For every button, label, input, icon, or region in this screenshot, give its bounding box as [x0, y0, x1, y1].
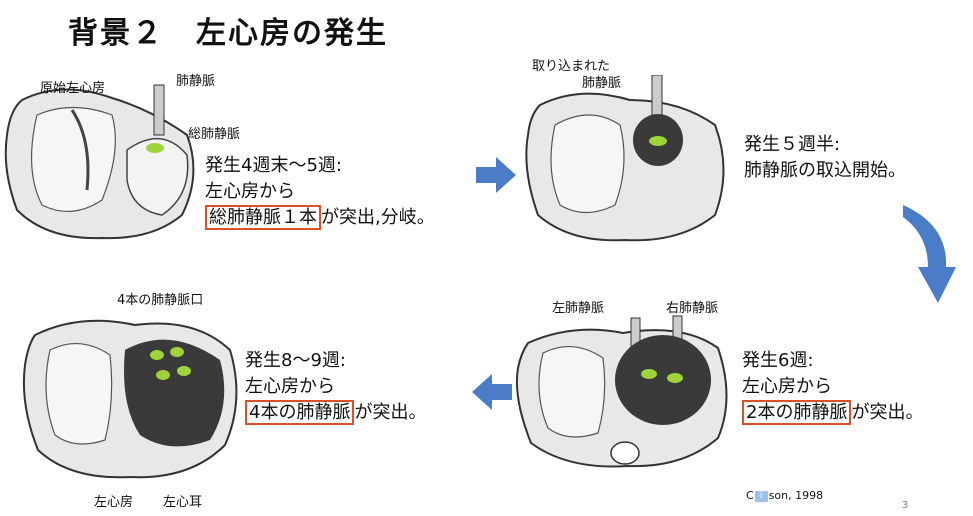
label-left-atrial-appendage: 左心耳	[163, 495, 203, 510]
curved-arrow-down-icon	[903, 205, 956, 303]
stage4-line3-rest: が突出。	[354, 402, 427, 423]
info-icon[interactable]: i	[754, 490, 768, 502]
stage3-description: 発生6週: 左心房から 2本の肺静脈が突出。	[742, 348, 923, 426]
heart-illustration-stage2	[525, 75, 725, 242]
stage2-line2: 肺静脈の取込開始。	[744, 160, 906, 181]
label-right-pulmonary-vein: 右肺静脈	[666, 301, 719, 316]
stage4-line2: 左心房から	[245, 376, 335, 397]
stage4-line1: 発生8〜9週:	[245, 350, 346, 371]
stage3-line2: 左心房から	[742, 376, 832, 397]
stage4-highlight: 4本の肺静脈	[245, 400, 355, 425]
stage2-description: 発生５週半: 肺静脈の取込開始。	[744, 132, 906, 184]
stage2-line1: 発生５週半:	[744, 134, 841, 155]
stage1-line3-rest: が突出,分岐。	[321, 207, 435, 228]
stage3-line3: 2本の肺静脈が突出。	[742, 400, 923, 426]
page-number: 3	[902, 500, 909, 511]
label-left-atrium: 左心房	[94, 495, 134, 510]
stage1-description: 発生4週末〜5週: 左心房から 総肺静脈１本が突出,分岐。	[205, 153, 435, 231]
stage4-description: 発生8〜9週: 左心房から 4本の肺静脈が突出。	[245, 348, 426, 426]
heart-illustration-stage1	[4, 84, 195, 240]
label-incorporated: 取り込まれた	[532, 59, 611, 74]
label-left-pulmonary-vein: 左肺静脈	[552, 301, 605, 316]
stage3-highlight: 2本の肺静脈	[742, 400, 852, 425]
stage1-line2: 左心房から	[205, 181, 295, 202]
arrow-left-icon	[472, 374, 512, 410]
stage4-line3: 4本の肺静脈が突出。	[245, 400, 426, 426]
stage3-line3-rest: が突出。	[851, 402, 924, 423]
stage1-line1: 発生4週末〜5週:	[205, 155, 342, 176]
label-pulmonary-vein: 肺静脈	[176, 74, 216, 89]
stage3-line1: 発生6週:	[742, 350, 814, 371]
citation-prefix: C	[746, 489, 754, 502]
stage1-line3: 総肺静脈１本が突出,分岐。	[205, 205, 435, 231]
label-incorporated-pv: 肺静脈	[582, 76, 622, 91]
arrow-right-icon	[476, 157, 516, 193]
label-common-pulmonary-vein: 総肺静脈	[188, 127, 241, 142]
heart-illustration-stage3	[515, 315, 728, 468]
label-primitive-left-atrium: 原始左心房	[40, 81, 106, 96]
page-title: 背景２ 左心房の発生	[68, 16, 388, 51]
heart-illustration-stage4	[22, 319, 238, 479]
label-four-pv-ostia: 4本の肺静脈口	[117, 293, 204, 308]
citation-suffix: son, 1998	[768, 489, 824, 502]
stage1-highlight: 総肺静脈１本	[205, 205, 321, 230]
